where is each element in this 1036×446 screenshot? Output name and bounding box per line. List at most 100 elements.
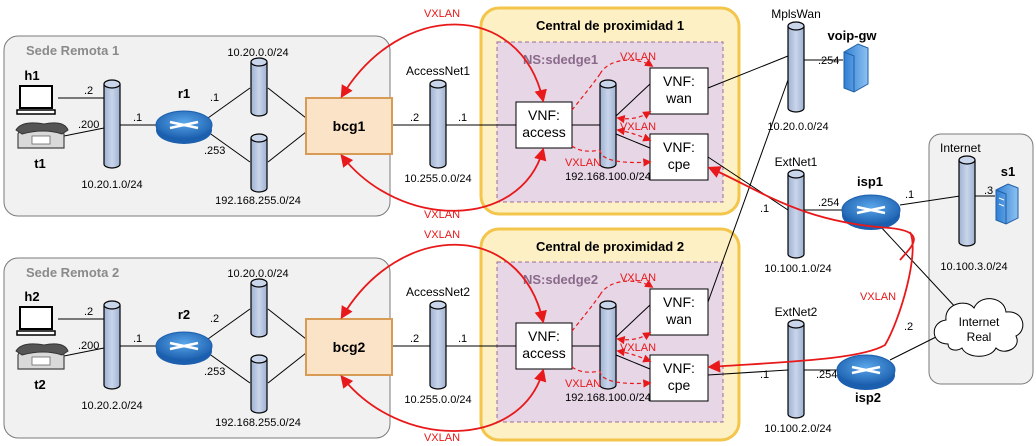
tube-sede1-down-body xyxy=(250,138,268,193)
central-2-title: Central de proximidad 2 xyxy=(536,239,684,254)
vnf-wan-2-line1: VNF: xyxy=(663,294,695,310)
mplswan-net: 10.20.0.0/24 xyxy=(767,121,828,133)
bcg1-box[interactable] xyxy=(305,97,393,155)
vxlan-tunnel-isp1 xyxy=(707,166,915,261)
tube-sede1-up-body xyxy=(250,62,268,117)
vxlan-tunnel-2-top xyxy=(340,243,547,324)
s1-label: s1 xyxy=(1001,164,1015,179)
computer-icon xyxy=(16,306,56,336)
vnf-cpe-1-box[interactable] xyxy=(649,133,709,181)
vnf-wan-1-line1: VNF: xyxy=(663,73,695,89)
mplswan-label: MplsWan xyxy=(771,7,821,21)
t1-ip: .200 xyxy=(78,119,99,131)
tube-internet-body xyxy=(958,160,976,247)
s1-server-icon xyxy=(995,183,1019,225)
central1-net: 192.168.100.0/24 xyxy=(565,171,651,183)
vxlan-internal xyxy=(571,58,654,388)
tube-accessnet2-top xyxy=(429,300,447,310)
vnf-access-1-line2: access xyxy=(522,124,566,140)
central2-net: 192.168.100.0/24 xyxy=(565,392,651,404)
ns-sdedge1-label: NS:sdedge1 xyxy=(523,52,598,67)
extnet1-net: 10.100.1.0/24 xyxy=(764,263,831,275)
r2-label: r2 xyxy=(178,307,190,322)
vnf-cpe-2-label: VNF:cpe xyxy=(663,360,695,393)
s1-ip: .3 xyxy=(984,185,993,197)
tube-accessnet1-body xyxy=(429,84,447,169)
tube-accessnet2 xyxy=(429,300,447,390)
tube-extnet2-body xyxy=(787,324,805,419)
tube-internet xyxy=(958,155,976,247)
vnf-access-2-line2: access xyxy=(522,345,566,361)
accessnet1-label: AccessNet1 xyxy=(406,64,470,78)
extnet1-cpe-ip: .1 xyxy=(760,203,769,215)
tube-sede2-up-top xyxy=(250,278,268,288)
tube-sede1-up-top xyxy=(250,57,268,67)
extnet2-label: ExtNet2 xyxy=(775,305,818,319)
tube-sede2-lan-body xyxy=(103,305,121,390)
tube-extnet1 xyxy=(787,169,805,259)
vxlan-internal-1c xyxy=(616,126,652,142)
vxlan-internal-1e xyxy=(571,73,601,111)
bcg2-label: bcg2 xyxy=(333,339,366,355)
vxlan-tunnel-isp2 xyxy=(707,231,914,373)
accessnet2-label: AccessNet2 xyxy=(406,285,470,299)
tube-central1-top xyxy=(599,79,617,89)
ns-sdedge2-label: NS:sdedge2 xyxy=(523,272,598,287)
vnf-wan-1-box[interactable] xyxy=(649,67,709,115)
tube-accessnet1-top xyxy=(429,79,447,89)
isp1-up-ip: .1 xyxy=(905,189,914,201)
tube-sede1-up xyxy=(250,57,268,117)
vxlan-internal-1f xyxy=(571,145,601,152)
h1-label: h1 xyxy=(24,68,39,83)
tube-sede1-lan-body xyxy=(103,84,121,169)
tube-extnet1-body xyxy=(787,174,805,259)
sede2-net-up: 10.20.0.0/24 xyxy=(227,268,288,280)
vnf-cpe-2-line2: cpe xyxy=(668,377,691,393)
vxlan-label: VXLAN xyxy=(424,209,460,221)
isp2-up-ip: .2 xyxy=(904,321,913,333)
central-1-title: Central de proximidad 1 xyxy=(536,18,684,33)
tube-sede2-down-top xyxy=(250,354,268,364)
vxlan-label: VXLAN xyxy=(424,432,460,444)
segment-tubes xyxy=(103,21,976,419)
extnet2-isp-ip: .254 xyxy=(816,369,837,381)
links xyxy=(58,55,995,384)
vxlan-internal-2e xyxy=(571,294,601,332)
cloud-icon xyxy=(933,298,1024,357)
vnf-cpe-2-box[interactable] xyxy=(649,354,709,402)
t1-label: t1 xyxy=(34,156,46,171)
tube-sede2-up xyxy=(250,278,268,338)
internet-net: 10.100.3.0/24 xyxy=(940,261,1007,273)
tube-sede1-lan-top xyxy=(103,79,121,89)
computer-icon xyxy=(16,85,56,115)
vnf-access-2-line1: VNF: xyxy=(528,328,560,344)
vnf-wan-2-box[interactable] xyxy=(649,288,709,336)
tube-central2-top xyxy=(599,300,617,310)
vxlan-tunnel-2-bottom xyxy=(340,368,547,432)
cloud-label-line2: Real xyxy=(967,330,992,344)
vxlan-label: VXLAN xyxy=(620,51,656,63)
accessnet1-left-ip: .2 xyxy=(410,112,419,124)
extnet1-label: ExtNet1 xyxy=(775,155,818,169)
tube-central2-body xyxy=(599,305,617,390)
tube-central2 xyxy=(599,300,617,390)
vnf-cpe-1-line2: cpe xyxy=(668,156,691,172)
vxlan-label: VXLAN xyxy=(424,8,460,20)
tube-extnet2-top xyxy=(787,319,805,329)
router-icon xyxy=(841,194,901,230)
phone-icon xyxy=(15,122,69,149)
phone-icon xyxy=(15,343,69,370)
bcg2-box[interactable] xyxy=(305,318,393,376)
voip-server-icon xyxy=(843,43,869,93)
vxlan-label: VXLAN xyxy=(620,342,656,354)
r1-down-ip: .253 xyxy=(204,145,225,157)
sede1-net-up: 10.20.0.0/24 xyxy=(227,47,288,59)
r1-ip: .1 xyxy=(133,112,142,124)
tube-sede2-down-body xyxy=(250,359,268,414)
vnf-access-2-box[interactable] xyxy=(515,322,573,370)
r1-up-ip: .1 xyxy=(210,92,219,104)
sede2-net: 10.20.2.0/24 xyxy=(81,400,142,412)
router-icon xyxy=(155,110,213,144)
accessnet2-left-ip: .2 xyxy=(410,333,419,345)
